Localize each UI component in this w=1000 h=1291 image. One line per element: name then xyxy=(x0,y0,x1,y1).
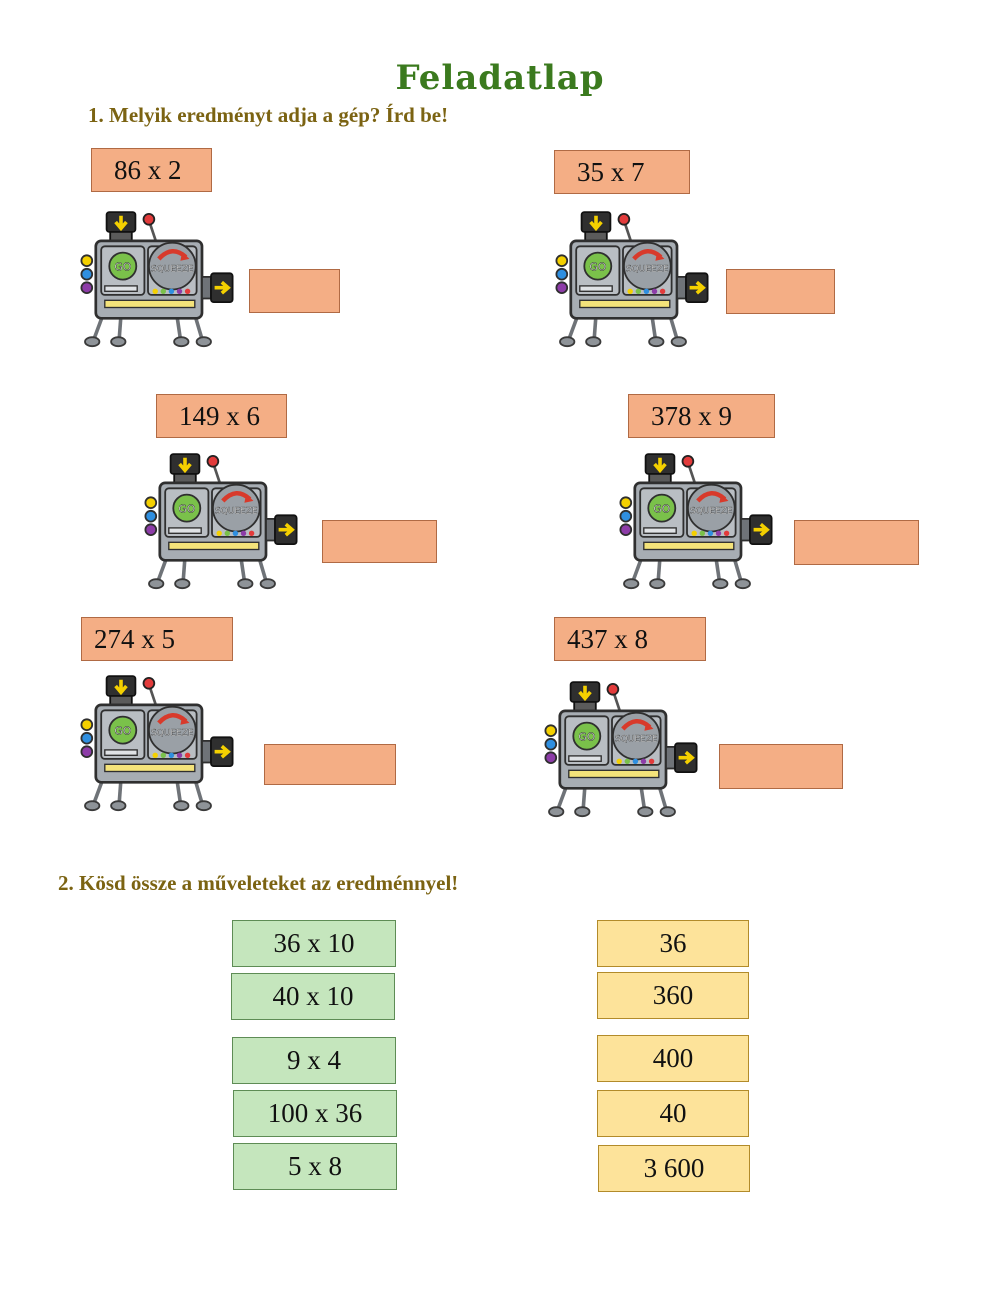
robot-machine-2-icon xyxy=(551,198,731,363)
result-card-2[interactable]: 360 xyxy=(597,972,749,1019)
answer-field-6[interactable] xyxy=(719,744,843,789)
task1-heading: 1. Melyik eredményt adja a gép? Írd be! xyxy=(88,103,449,127)
task2-heading: 2. Kösd össze a műveleteket az eredménny… xyxy=(58,871,459,895)
operation-box-6: 437 x 8 xyxy=(554,617,706,661)
answer-field-4[interactable] xyxy=(794,520,919,565)
answer-field-1[interactable] xyxy=(249,269,340,313)
operation-box-4: 378 x 9 xyxy=(628,394,775,438)
operation-card-1[interactable]: 36 x 10 xyxy=(232,920,396,967)
operation-card-4[interactable]: 100 x 36 xyxy=(233,1090,397,1137)
result-card-1[interactable]: 36 xyxy=(597,920,749,967)
operation-card-5[interactable]: 5 x 8 xyxy=(233,1143,397,1190)
robot-machine-5-icon xyxy=(76,662,256,827)
result-card-3[interactable]: 400 xyxy=(597,1035,749,1082)
operation-card-2[interactable]: 40 x 10 xyxy=(231,973,395,1020)
operation-box-3: 149 x 6 xyxy=(156,394,287,438)
robot-machine-4-icon xyxy=(615,440,795,605)
robot-machine-6-icon xyxy=(540,668,720,833)
robot-machine-3-icon xyxy=(140,440,320,605)
answer-field-2[interactable] xyxy=(726,269,835,314)
robot-machine-1-icon xyxy=(76,198,256,363)
operation-box-1: 86 x 2 xyxy=(91,148,212,192)
operation-card-3[interactable]: 9 x 4 xyxy=(232,1037,396,1084)
operation-box-5: 274 x 5 xyxy=(81,617,233,661)
result-card-4[interactable]: 40 xyxy=(597,1090,749,1137)
answer-field-5[interactable] xyxy=(264,744,396,785)
operation-box-2: 35 x 7 xyxy=(554,150,690,194)
result-card-5[interactable]: 3 600 xyxy=(598,1145,750,1192)
answer-field-3[interactable] xyxy=(322,520,437,563)
page-title: Feladatlap xyxy=(395,58,605,98)
